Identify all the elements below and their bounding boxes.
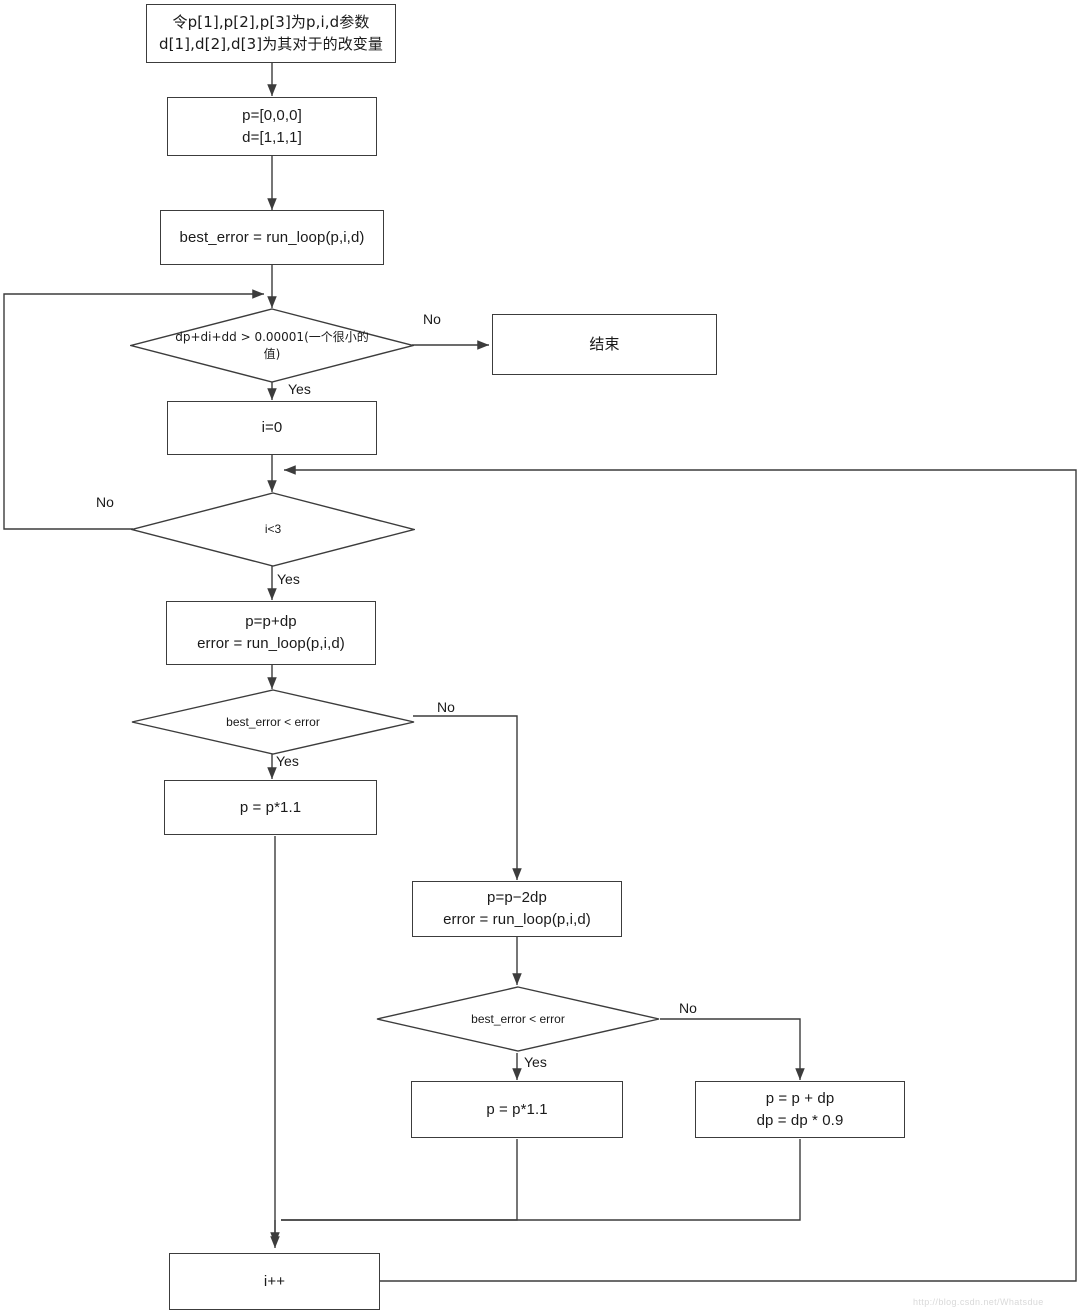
node-init-params[interactable]: 令p[1],p[2],p[3]为p,i,d参数 d[1],d[2],d[3]为其… [146, 4, 396, 63]
node-compare-one[interactable]: best_error < error [131, 689, 415, 755]
node-p-minus-2dp[interactable]: p=p−2dp error = run_loop(p,i,d) [412, 881, 622, 937]
edge-label-compare-one-yes: Yes [276, 753, 299, 769]
node-best-error-init-label: best_error = run_loop(p,i,d) [179, 228, 365, 246]
edge-label-i-less-three-yes: Yes [277, 571, 300, 587]
node-p-times-1-1-left[interactable]: p = p*1.1 [164, 780, 377, 835]
node-i-less-three-label: i<3 [264, 522, 282, 537]
node-i-zero[interactable]: i=0 [167, 401, 377, 455]
node-p-plus-dp-label: p=p+dp error = run_loop(p,i,d) [197, 613, 345, 652]
node-i-increment-label: i++ [263, 1272, 286, 1290]
edge-p-times-mid-to-merge [281, 1139, 518, 1221]
node-p-minus-2dp-label: p=p−2dp error = run_loop(p,i,d) [443, 889, 591, 928]
node-sum-check-label: dp+di+dd > 0.00001(一个很小的 值) [175, 330, 369, 361]
edge-p-plus-dp-shrink-to-merge [281, 1139, 801, 1221]
i-less-three-diamond-shape [131, 492, 415, 567]
node-p-times-1-1-mid-label: p = p*1.1 [486, 1100, 548, 1118]
node-p-plus-dp-shrink[interactable]: p = p + dp dp = dp * 0.9 [695, 1081, 905, 1138]
node-init-params-label: 令p[1],p[2],p[3]为p,i,d参数 d[1],d[2],d[3]为其… [158, 12, 384, 53]
edge-label-i-less-three-no: No [96, 494, 114, 510]
edge-compare-two-no-to-p-plus-dp-shrink [660, 1018, 805, 1081]
node-compare-two-label: best_error < error [471, 1011, 565, 1026]
node-init-values-label: p=[0,0,0] d=[1,1,1] [242, 106, 302, 146]
node-i-less-three[interactable]: i<3 [131, 492, 415, 567]
edge-i-increment-loop-to-i-less-three [283, 465, 1077, 1282]
node-p-times-1-1-mid[interactable]: p = p*1.1 [411, 1081, 623, 1138]
edge-label-compare-two-no: No [679, 1000, 697, 1016]
node-p-times-1-1-left-label: p = p*1.1 [239, 798, 302, 816]
node-sum-check[interactable]: dp+di+dd > 0.00001(一个很小的 值) [130, 308, 414, 383]
node-end-label: 结束 [589, 334, 620, 353]
node-compare-two[interactable]: best_error < error [376, 986, 660, 1052]
node-i-increment[interactable]: i++ [169, 1253, 380, 1310]
edge-label-compare-two-yes: Yes [524, 1054, 547, 1070]
node-i-zero-label: i=0 [261, 419, 283, 437]
node-p-plus-dp[interactable]: p=p+dp error = run_loop(p,i,d) [166, 601, 376, 665]
edge-label-sum-check-yes: Yes [288, 381, 311, 397]
edge-compare-one-no-to-p-minus-2dp [413, 715, 522, 881]
edge-label-sum-check-no: No [423, 311, 441, 327]
compare-one-diamond-shape [131, 689, 415, 755]
compare-two-diamond-shape [376, 986, 660, 1052]
node-p-plus-dp-shrink-label: p = p + dp dp = dp * 0.9 [756, 1089, 844, 1129]
node-end[interactable]: 结束 [492, 314, 717, 375]
edge-label-compare-one-no: No [437, 699, 455, 715]
watermark: http://blog.csdn.net/Whatsdue [913, 1297, 1044, 1307]
sum-check-diamond-shape [130, 308, 414, 383]
node-compare-one-label: best_error < error [226, 714, 320, 729]
node-init-values[interactable]: p=[0,0,0] d=[1,1,1] [167, 97, 377, 156]
node-best-error-init[interactable]: best_error = run_loop(p,i,d) [160, 210, 384, 265]
